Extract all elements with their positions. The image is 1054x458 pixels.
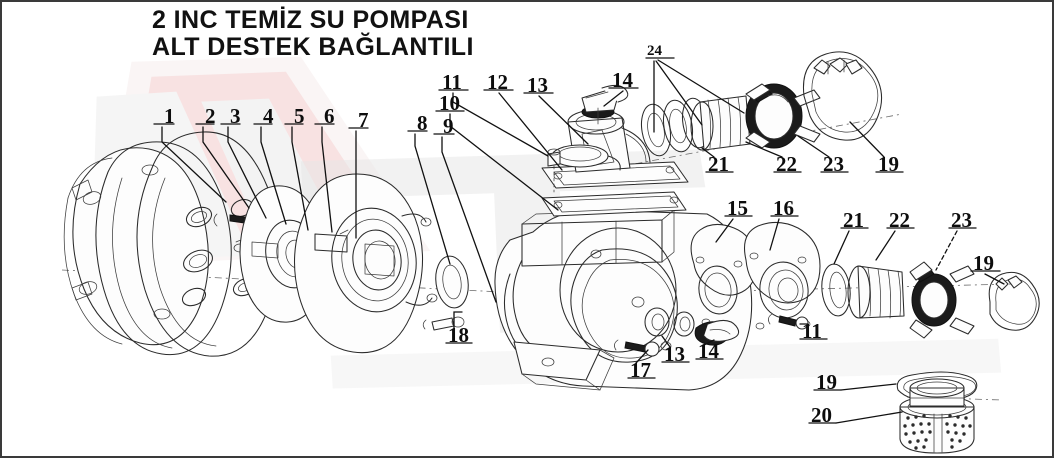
callout-21-bottom: 21: [843, 208, 864, 232]
part-drain-bolt: [614, 339, 660, 357]
diagram-title-line2: ALT DESTEK BAĞLANTILI: [152, 33, 474, 61]
callout-11-bottom: 11: [802, 319, 822, 343]
part-suction-strainer: [899, 378, 975, 454]
part-flange-bolt-right: [768, 313, 809, 330]
part-hose-clamp-right: [988, 271, 1040, 331]
callout-19-right: 19: [973, 251, 994, 275]
callout-7: 7: [358, 108, 369, 132]
callout-23-bottom: 23: [951, 208, 972, 232]
part-o-ring: [435, 255, 469, 309]
callout-24: 24: [647, 43, 662, 59]
part-priming-cap-top: [581, 84, 629, 125]
part-hose-gasket-ring-right: [821, 263, 851, 317]
callout-16: 16: [773, 196, 794, 220]
callout-18: 18: [448, 323, 469, 347]
callout-21-top: 21: [708, 152, 729, 176]
callout-14: 14: [612, 68, 633, 92]
callout-11: 11: [442, 70, 462, 94]
part-impeller: [293, 173, 438, 354]
part-quick-coupler-right: [909, 261, 975, 339]
callout-20: 20: [811, 403, 832, 427]
callout-19-top: 19: [878, 152, 899, 176]
callout-4: 4: [263, 104, 274, 128]
callout-23-top: 23: [823, 152, 844, 176]
part-hose-clamp-top: [802, 51, 883, 141]
callout-3: 3: [230, 104, 241, 128]
callout-1: 1: [164, 104, 175, 128]
part-hose-nipple-right: [847, 265, 905, 319]
callout-22-bottom: 22: [889, 208, 910, 232]
callout-13: 13: [527, 73, 548, 97]
part-pump-housing-cover: [63, 141, 232, 356]
callout-12: 12: [487, 70, 508, 94]
callout-19-strainer: 19: [816, 370, 837, 394]
callout-13-bottom: 13: [664, 342, 685, 366]
callout-14-bottom: 14: [698, 339, 719, 363]
part-quick-coupler-top: [745, 83, 821, 149]
callout-22-top: 22: [776, 152, 797, 176]
callout-2: 2: [205, 104, 216, 128]
callout-5: 5: [294, 104, 305, 128]
callout-15: 15: [727, 196, 748, 220]
callout-8: 8: [417, 111, 428, 135]
callout-17: 17: [630, 358, 651, 382]
diagram-title-line1: 2 INC TEMİZ SU POMPASI: [152, 6, 469, 34]
callout-6: 6: [324, 104, 335, 128]
part-discharge-flange: [743, 221, 821, 330]
callout-9: 9: [443, 114, 454, 138]
callout-10: 10: [439, 91, 460, 115]
